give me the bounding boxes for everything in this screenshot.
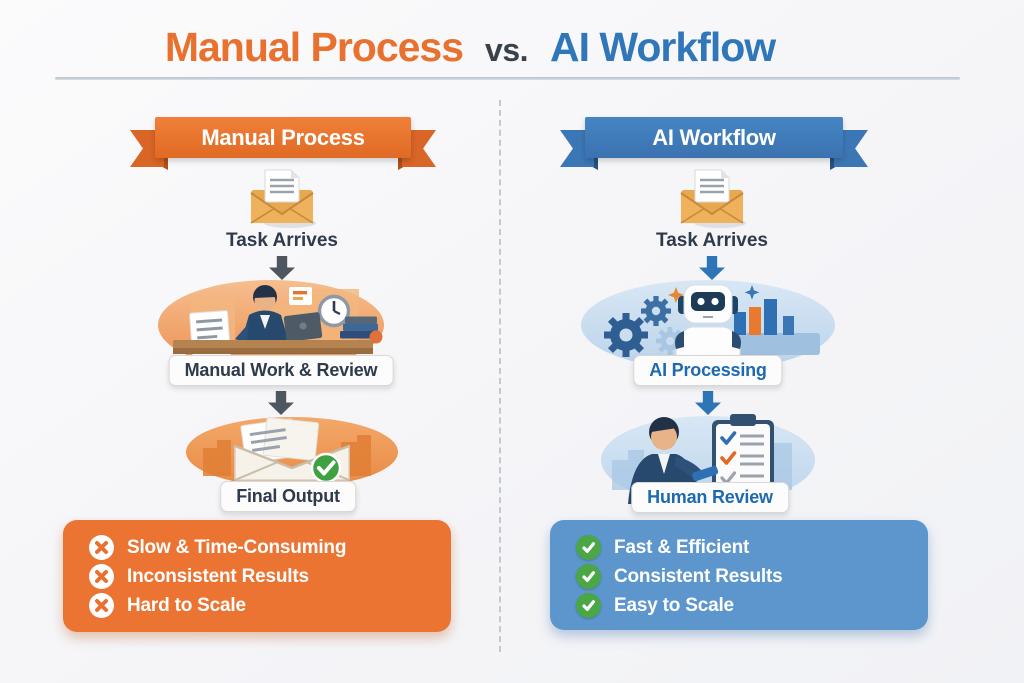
down-arrow-icon	[268, 391, 294, 415]
document-icon	[694, 169, 730, 203]
check-circle-icon	[576, 564, 601, 589]
check-circle-icon	[576, 535, 601, 560]
papers-icon	[240, 417, 320, 464]
down-arrow-icon	[269, 256, 295, 280]
gear-icon	[604, 313, 648, 357]
check-circle-icon	[576, 593, 601, 618]
clipboard-icon	[712, 414, 774, 496]
desk-edge	[173, 348, 373, 354]
manual-process-banner: Manual Process	[130, 117, 436, 170]
list-item: Fast & Efficient	[576, 533, 928, 562]
x-circle-icon	[89, 564, 114, 589]
person-at-desk	[235, 285, 289, 343]
task-arrives-caption-right: Task Arrives	[656, 230, 768, 251]
gear-icon	[641, 296, 671, 326]
title-vs: vs.	[485, 32, 529, 68]
list-item: Easy to Scale	[576, 591, 928, 620]
title-manual-process: Manual Process	[164, 24, 464, 70]
list-item: Slow & Time-Consuming	[89, 533, 451, 562]
list-item: Hard to Scale	[89, 591, 451, 620]
ai-benefits-panel: Fast & Efficient Consistent Results Easy…	[550, 520, 928, 630]
clock-icon	[317, 294, 351, 328]
manual-work-review-label: Manual Work & Review	[168, 355, 394, 386]
banner-label: AI Workflow	[585, 117, 843, 158]
envelope-document-icon	[680, 169, 746, 228]
sparkle-icon	[668, 287, 684, 303]
envelope-document-icon	[250, 169, 316, 228]
banner-label: Manual Process	[155, 117, 411, 158]
x-circle-icon	[89, 593, 114, 618]
ai-processing-illustration	[581, 280, 835, 371]
list-item-text: Easy to Scale	[614, 594, 734, 616]
mail-icon	[289, 287, 312, 305]
list-item: Consistent Results	[576, 562, 928, 591]
check-circle-icon	[310, 452, 342, 484]
final-output-illustration	[186, 417, 398, 487]
list-item-text: Consistent Results	[614, 565, 783, 587]
column-divider-dashed	[499, 100, 501, 652]
list-item-text: Fast & Efficient	[614, 536, 750, 558]
books-stack-icon	[340, 316, 383, 344]
page-title: Manual Process vs. AI Workflow	[0, 24, 940, 71]
final-output-label: Final Output	[220, 481, 356, 512]
task-arrives-caption-left: Task Arrives	[226, 230, 338, 251]
chart-platform	[720, 333, 820, 355]
title-ai-workflow: AI Workflow	[550, 24, 776, 70]
x-circle-icon	[89, 535, 114, 560]
header-divider	[55, 77, 960, 80]
desk-surface	[173, 340, 373, 349]
manual-drawbacks-panel: Slow & Time-Consuming Inconsistent Resul…	[63, 520, 451, 632]
list-item-text: Slow & Time-Consuming	[127, 536, 347, 558]
list-item: Inconsistent Results	[89, 562, 451, 591]
list-item-text: Hard to Scale	[127, 594, 246, 616]
human-review-label: Human Review	[631, 482, 789, 513]
ai-processing-label: AI Processing	[633, 355, 783, 386]
bar-chart-icon	[734, 299, 794, 335]
ai-workflow-banner: AI Workflow	[560, 117, 868, 170]
list-item-text: Inconsistent Results	[127, 565, 309, 587]
down-arrow-icon	[699, 256, 725, 280]
document-icon	[264, 169, 300, 203]
sparkle-icon	[744, 285, 760, 300]
manual-work-illustration	[158, 280, 384, 370]
